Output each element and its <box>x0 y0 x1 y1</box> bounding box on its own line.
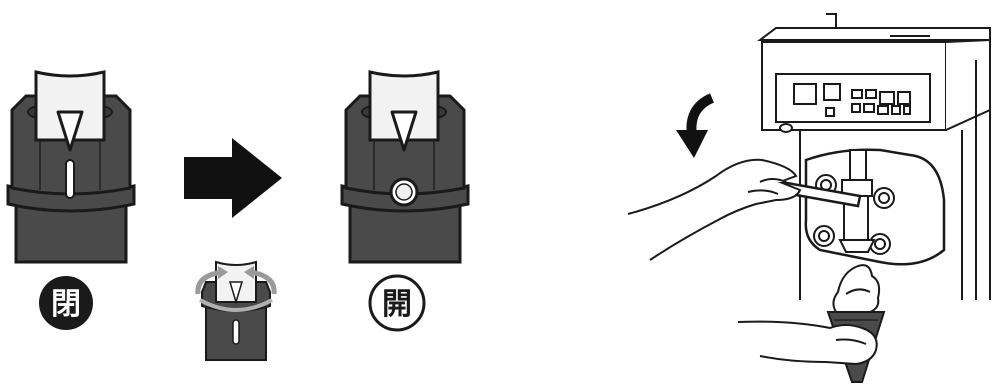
open-valve <box>342 72 468 262</box>
arrow-right-icon <box>184 138 282 218</box>
curved-arrow-down-icon <box>676 98 712 158</box>
soft-serve-machine <box>760 14 990 300</box>
closed-badge-label: 閉 <box>51 287 81 322</box>
closed-badge: 閉 <box>39 276 93 330</box>
open-badge-label: 開 <box>382 287 412 322</box>
hand-pulling-lever <box>628 160 800 260</box>
closed-valve <box>8 72 134 262</box>
rotate-icon <box>198 262 274 360</box>
hand-holding-cone <box>738 322 877 364</box>
open-badge: 開 <box>370 276 424 330</box>
